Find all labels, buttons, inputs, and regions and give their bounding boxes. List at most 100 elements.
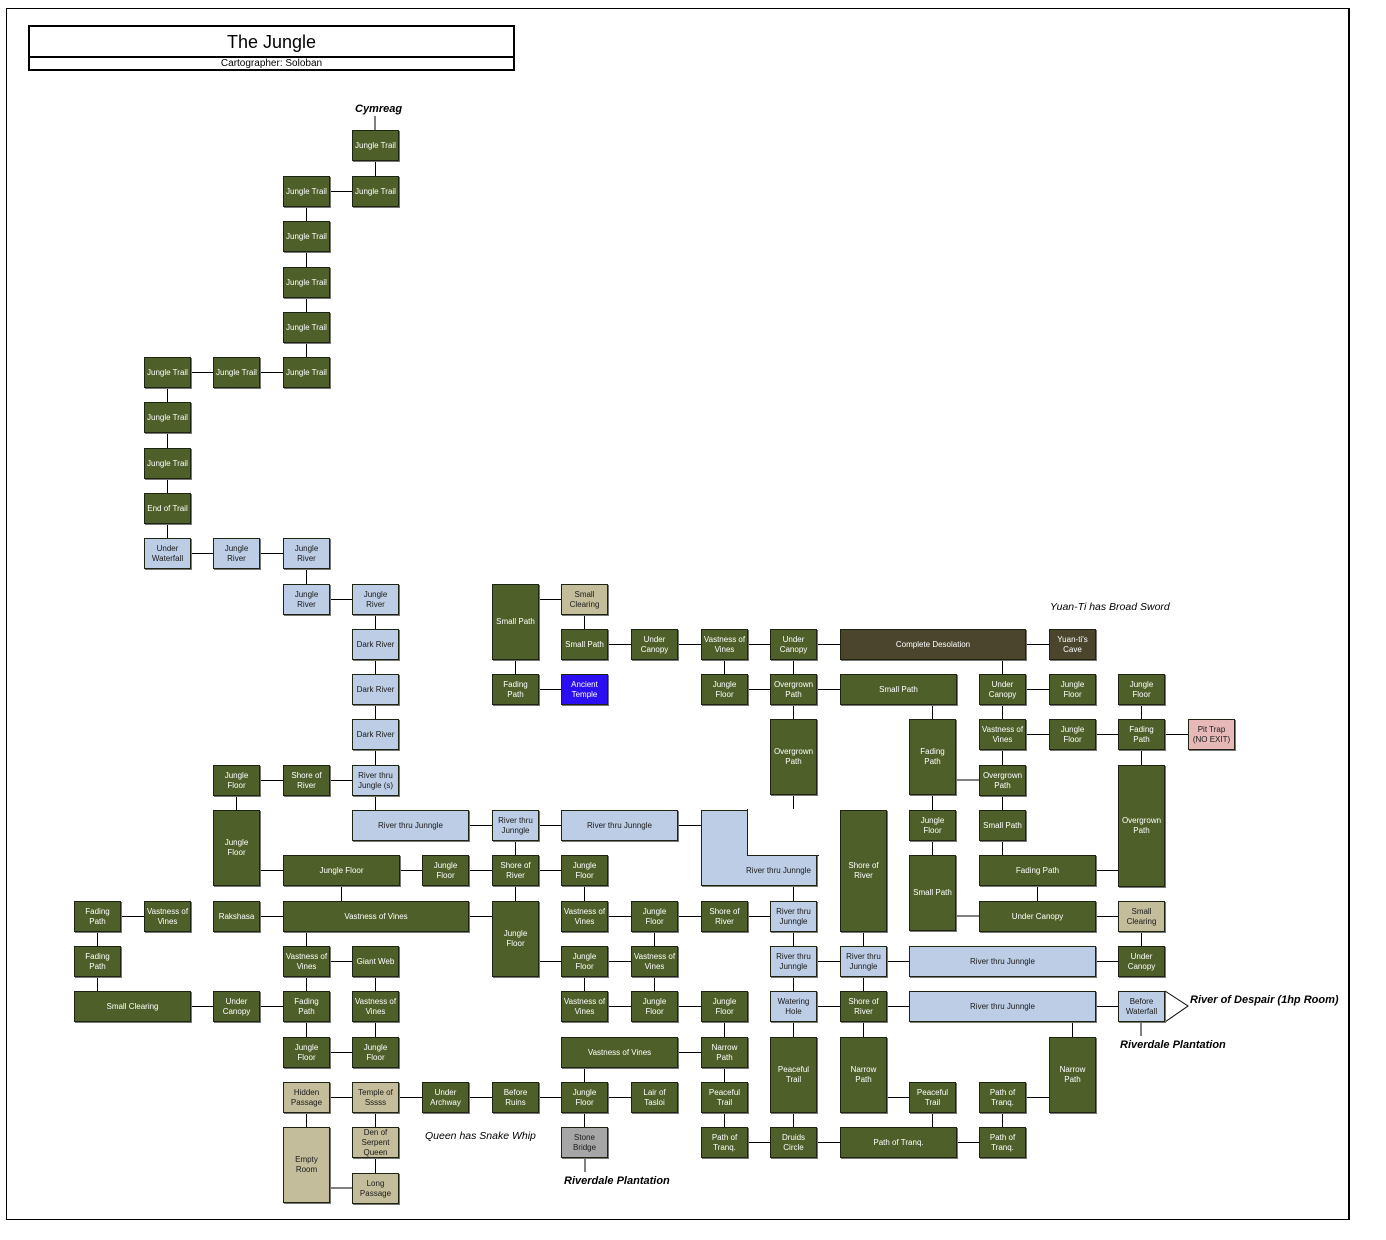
room-jt8: Jungle Trail [213, 357, 260, 388]
room-dr2: Dark River [352, 674, 399, 705]
room-sorA: Shore of River [840, 810, 887, 932]
room-jf5: Jungle Floor [561, 855, 608, 886]
room-tos: Temple of Sssss [352, 1082, 399, 1113]
room-rtjB: River thru Junngle [770, 946, 817, 977]
room-jt9: Jungle Trail [283, 357, 330, 388]
room-fpD: Fading Path [979, 855, 1096, 886]
room-fp3: Fading Path [283, 991, 330, 1022]
room-jfE: Jungle Floor [909, 810, 956, 841]
room-jf3: Jungle Floor [283, 855, 400, 886]
cartographer-credit: Cartographer: Soloban [220, 58, 323, 69]
room-jr3: Jungle River [283, 584, 330, 615]
room-pt1: Peaceful Trail [701, 1082, 748, 1113]
room-sb: Stone Bridge [561, 1127, 608, 1158]
room-opC: Overgrown Path [979, 765, 1026, 796]
room-jr2: Jungle River [283, 538, 330, 569]
map-title: The Jungle [30, 27, 513, 58]
room-ucD: Under Canopy [979, 901, 1096, 932]
room-potC: Path of Tranq. [979, 1127, 1026, 1158]
note-riverdale1: Riverdale Plantation [1120, 1039, 1226, 1051]
room-jf1: Jungle Floor [213, 765, 260, 796]
room-lot: Lair of Tasloi [631, 1082, 678, 1113]
room-sc1: Small Clearing [74, 991, 191, 1022]
room-jfD: Jungle Floor [1049, 719, 1096, 750]
room-fp1: Fading Path [74, 901, 121, 932]
room-vovA: Vastness of Vines [701, 629, 748, 660]
note-yuanti: Yuan-Ti has Broad Sword [1050, 601, 1170, 613]
room-rtjE: River thru Junngle [909, 991, 1096, 1022]
room-jf10: Jungle Floor [701, 991, 748, 1022]
room-ytc: Yuan-ti's Cave [1049, 629, 1096, 660]
room-ua: Under Archway [422, 1082, 469, 1113]
room-jf13: Jungle Floor [561, 1082, 608, 1113]
room-scB: Small Clearing [1118, 901, 1165, 932]
room-opA: Overgrown Path [770, 674, 817, 705]
room-rtjA: River thru Junngle [770, 901, 817, 932]
room-potB: Path of Tranq. [840, 1127, 957, 1158]
room-npB: Narrow Path [1049, 1037, 1096, 1113]
room-ucA: Under Canopy [631, 629, 678, 660]
room-np1: Narrow Path [701, 1037, 748, 1068]
room-vov3: Vastness of Vines [561, 901, 608, 932]
room-cd: Complete Desolation [840, 629, 1026, 660]
room-dr3: Dark River [352, 719, 399, 750]
room-rtjD: River thru Junngle [909, 946, 1096, 977]
room-pot1: Path of Tranq. [701, 1127, 748, 1158]
room-dr1: Dark River [352, 629, 399, 660]
room-vov4: Vastness of Vines [283, 946, 330, 977]
room-jt7: Jungle Trail [144, 357, 191, 388]
room-potA: Path of Tranq. [979, 1082, 1026, 1113]
room-fpB: Fading Path [909, 719, 956, 795]
room-sor1: Shore of River [283, 765, 330, 796]
room-jr4: Jungle River [352, 584, 399, 615]
room-spB: Small Path [561, 629, 608, 660]
room-spD: Small Path [979, 810, 1026, 841]
room-eot: End of Trail [144, 493, 191, 524]
room-opD: Overgrown Path [1118, 765, 1165, 887]
room-vov6: Vastness of Vines [352, 991, 399, 1022]
arrow-river-of-despair [1164, 990, 1189, 1023]
room-fpA: Fading Path [492, 674, 539, 705]
room-jt1: Jungle Trail [352, 130, 399, 161]
room-jt4: Jungle Trail [283, 221, 330, 252]
room-vov2: Vastness of Vines [283, 901, 469, 932]
room-wh: Watering Hole [770, 991, 817, 1022]
room-sor3: Shore of River [701, 901, 748, 932]
note-despair: River of Despair (1hp Room) [1190, 994, 1339, 1006]
room-ucB: Under Canopy [770, 629, 817, 660]
room-hp: Hidden Passage [283, 1082, 330, 1113]
room-vov5: Vastness of Vines [631, 946, 678, 977]
room-ucC: Under Canopy [979, 674, 1026, 705]
room-vovB: Vastness of Vines [979, 719, 1026, 750]
room-jt11: Jungle Trail [144, 448, 191, 479]
room-jf9: Jungle Floor [631, 991, 678, 1022]
room-vov8: Vastness of Vines [561, 1037, 678, 1068]
room-scA: Small Clearing [561, 584, 608, 615]
room-rak: Rakshasa [213, 901, 260, 932]
room-er: Empty Room [283, 1127, 330, 1203]
room-jt3: Jungle Trail [352, 176, 399, 207]
room-spE: Small Path [909, 855, 956, 931]
note-cymreag: Cymreag [355, 103, 403, 115]
room-ptB: Peaceful Trail [909, 1082, 956, 1113]
room-gw: Giant Web [352, 946, 399, 977]
room-npA: Narrow Path [840, 1037, 887, 1113]
room-jfC: Jungle Floor [1118, 674, 1165, 705]
room-jt6: Jungle Trail [283, 312, 330, 343]
room-jfA: Jungle Floor [701, 674, 748, 705]
room-sorB: Shore of River [840, 991, 887, 1022]
room-rtj3: River thru Junngle [561, 810, 678, 841]
room-jf12: Jungle Floor [352, 1037, 399, 1068]
room-dc: Druids Circle [770, 1127, 817, 1158]
room-br: Before Ruins [492, 1082, 539, 1113]
room-jf4: Jungle Floor [422, 855, 469, 886]
room-jf11: Jungle Floor [283, 1037, 330, 1068]
river-bend-mask [747, 809, 819, 856]
room-ucE: Under Canopy [1118, 946, 1165, 977]
room-jf6: Jungle Floor [492, 901, 539, 977]
room-rtjs: River thru Jungle (s) [352, 765, 399, 796]
room-jt2: Jungle Trail [283, 176, 330, 207]
note-riverdale2: Riverdale Plantation [564, 1175, 670, 1187]
